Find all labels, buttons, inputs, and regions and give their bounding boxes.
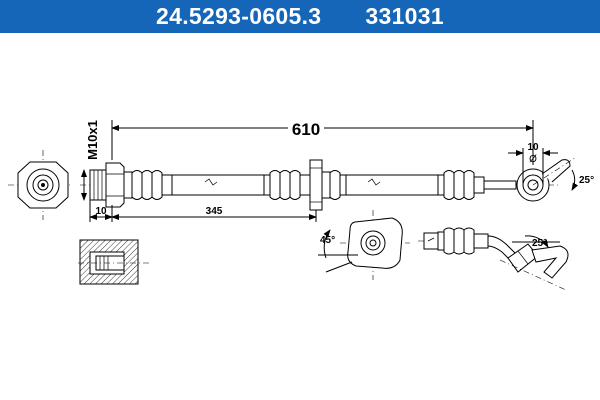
dimension-610: 610	[111, 119, 534, 165]
bracket-view: 45°	[318, 210, 410, 280]
thread-length-label: 10	[95, 206, 107, 217]
thread-label: M10x1	[85, 120, 100, 160]
bracket-distance-label: 345	[206, 206, 223, 217]
part-number: 24.5293-0605.3	[156, 3, 322, 29]
eye-diameter-label: 10	[527, 142, 539, 153]
bracket-angle-label: 45°	[320, 235, 335, 246]
reference-number: 331031	[365, 3, 444, 29]
thread-section-view	[78, 239, 150, 285]
title-bar: 24.5293-0605.3 331031	[0, 0, 600, 33]
eye-angle-label: 25°	[579, 175, 594, 186]
total-length-label: 610	[292, 120, 320, 139]
bend-angle-label: 25°	[532, 238, 547, 249]
end-view-left	[8, 150, 70, 220]
technical-drawing: 610 M10x1 10 345 10 Ø 25°	[8, 119, 594, 291]
diameter-symbol: Ø	[529, 154, 537, 165]
dimension-345: 10 345	[89, 200, 317, 222]
dimension-thread: M10x1	[81, 120, 100, 201]
bent-end-view: 25°	[418, 227, 569, 291]
hose-side-view	[80, 157, 576, 211]
dimension-eye: 10 Ø 25°	[508, 142, 594, 191]
